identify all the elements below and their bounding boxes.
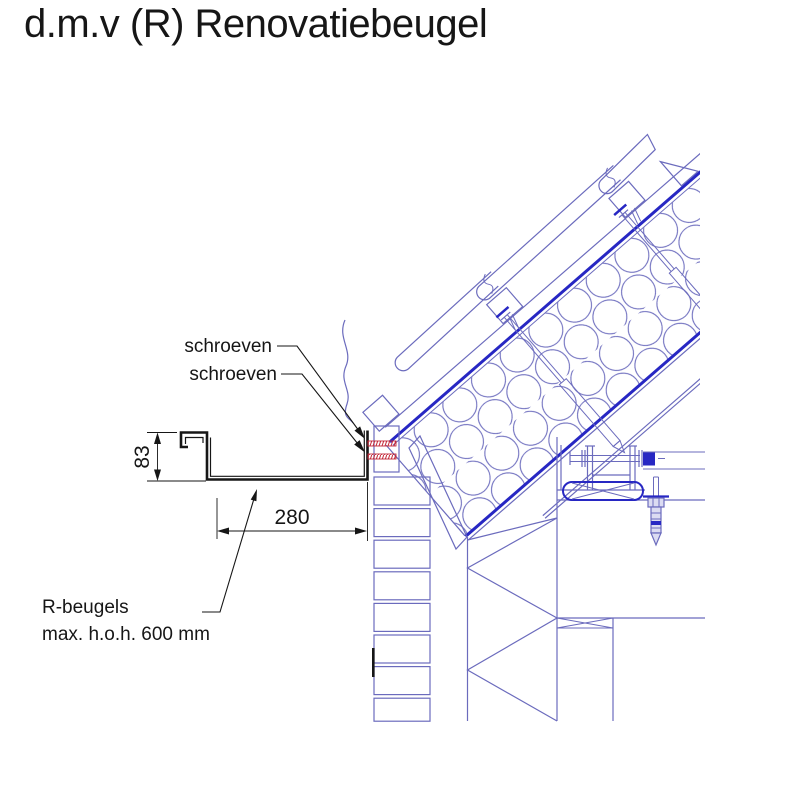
roof-screw-icon <box>495 306 626 454</box>
bolt-icon <box>569 450 705 470</box>
gutter-profile <box>179 430 369 541</box>
brick <box>373 508 431 538</box>
brick <box>373 425 400 473</box>
leader-line <box>277 345 363 436</box>
svg-text:schroeven: schroeven <box>189 364 277 385</box>
cavity-insulation-zigzag <box>466 517 559 722</box>
leader-arrow <box>250 489 257 502</box>
nut-icon <box>643 452 655 466</box>
red-screw-icon <box>367 453 397 460</box>
label-r-beugels: R-beugels max. h.o.h. 600 mm <box>42 489 257 645</box>
brick <box>373 697 431 722</box>
renovation-bracket <box>557 445 705 501</box>
dimension-gutter-height: 83 <box>131 432 206 482</box>
lath-section <box>556 617 614 629</box>
brick <box>373 476 431 506</box>
dim-83-text: 83 <box>131 445 154 468</box>
tile-clip-icon <box>605 167 616 188</box>
anchor-bolt-icon <box>643 476 669 547</box>
brick-wall <box>372 425 431 722</box>
insulation-panel <box>389 132 700 536</box>
roof-boarding-band <box>408 434 468 551</box>
leader-line <box>281 373 363 450</box>
roof-assembly <box>362 117 700 541</box>
brick <box>373 602 431 633</box>
old-fixing-mark <box>372 648 375 677</box>
sarking-top-line <box>388 127 700 443</box>
roof-screw-icon <box>613 203 700 317</box>
leader-line <box>202 491 257 613</box>
roof-tiles <box>394 133 656 372</box>
label-schroeven-top: schroeven <box>184 336 365 439</box>
dim-280-text: 280 <box>274 506 309 529</box>
rafter-bottom-line <box>542 245 700 517</box>
roof-foil-line <box>342 319 354 424</box>
leader-arrow <box>354 426 365 439</box>
brick <box>373 665 431 696</box>
tile-clip-icon <box>483 273 494 294</box>
dimension-gutter-width: 280 <box>216 498 367 539</box>
label-schroeven-bottom: schroeven <box>189 364 365 453</box>
leader-arrow <box>354 440 365 453</box>
brick <box>373 634 431 664</box>
page-title: d.m.v (R) Renovatiebeugel <box>24 2 488 46</box>
svg-text:R-beugels: R-beugels <box>42 597 129 618</box>
svg-text:schroeven: schroeven <box>184 336 272 357</box>
red-screw-icon <box>367 440 397 447</box>
svg-text:max. h.o.h. 600 mm: max. h.o.h. 600 mm <box>42 624 210 645</box>
counter-batten-line <box>384 117 700 428</box>
roof-battens <box>362 180 646 433</box>
gutter-bead <box>184 436 204 444</box>
brick <box>373 571 431 601</box>
panel-bottom-line <box>464 218 700 538</box>
brick <box>373 539 431 569</box>
bracket-foot-block <box>562 481 644 501</box>
edge-wedge <box>658 160 700 187</box>
